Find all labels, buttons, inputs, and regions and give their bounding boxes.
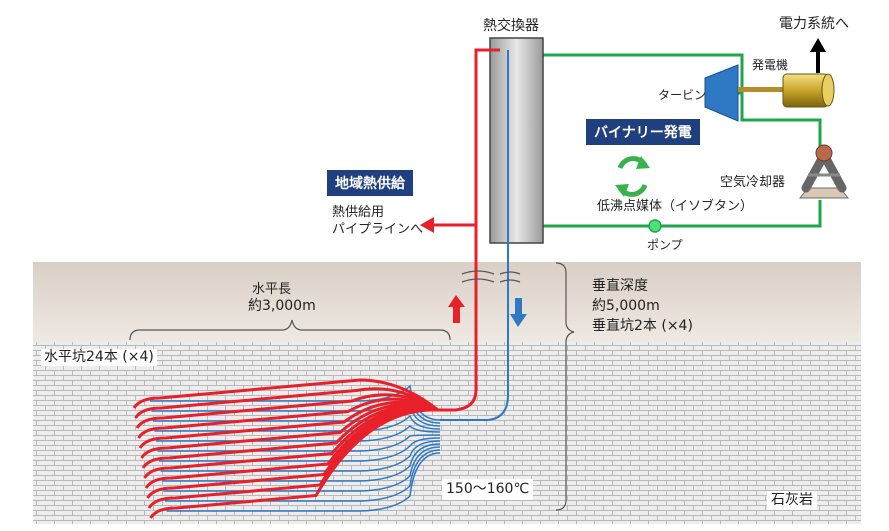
grid-arrow-icon: [810, 38, 826, 52]
district-heat-label: 地域熱供給: [327, 170, 413, 196]
horizontal-length-label: 水平長: [252, 282, 292, 297]
pipeline-label-1: 熱供給用: [332, 205, 385, 220]
surface-layer: [33, 262, 861, 342]
well-return-line: [166, 452, 441, 512]
vertical-depth-label: 垂直深度: [592, 278, 648, 294]
vertical-depth-value: 約5,000m: [592, 298, 660, 314]
limestone-label: 石灰岩: [767, 491, 817, 510]
hot-pipe: [426, 48, 500, 412]
vertical-brace: [555, 262, 575, 511]
well-return-line: [159, 437, 441, 462]
well-return-line: [156, 424, 441, 442]
well-hot-line: [140, 403, 439, 459]
well-return-line: [160, 440, 441, 472]
well-hot-line: [135, 393, 439, 429]
air-cooler-label: 空気冷却器: [720, 175, 786, 190]
well-hot-line: [132, 378, 439, 412]
well-hot-line: [137, 397, 439, 439]
grid-label: 電力系統へ: [779, 16, 849, 32]
well-return-line: [162, 443, 441, 482]
well-hot-line: [134, 387, 439, 419]
cold-pipe: [440, 50, 509, 421]
pump-icon: [648, 219, 662, 233]
well-return-line: [163, 446, 441, 492]
generator-label: 発電機: [752, 58, 789, 72]
well-hot-line: [149, 408, 439, 519]
medium-label: 低沸点媒体（イソブタン）: [597, 199, 754, 214]
heat-exchanger-label: 熱交換器: [483, 18, 539, 34]
well-return-line: [165, 449, 441, 502]
horizontal-wells: [132, 378, 441, 519]
temperature-label: 150～160℃: [442, 479, 534, 500]
heat-exchanger: [489, 37, 544, 244]
well-hot-line: [138, 400, 439, 449]
horizontal-wells-label: 水平坑24本 (×4): [41, 349, 157, 366]
pump-label: ポンプ: [647, 238, 683, 252]
up-arrow-icon: [448, 295, 465, 307]
down-arrow-icon: [510, 314, 527, 327]
well-return-line: [150, 384, 441, 421]
horizontal-brace: [129, 319, 451, 341]
well-hot-line: [141, 405, 439, 469]
heat-supply-arrow-icon: [420, 217, 434, 233]
horizontal-length-value: 約3,000m: [248, 298, 316, 314]
vertical-wells-label: 垂直坑2本 (×4): [592, 318, 693, 334]
generator-icon: [782, 73, 829, 108]
well-return-line: [157, 434, 441, 452]
turbine-label: タービン: [658, 88, 707, 102]
air-cooler-icon: [798, 144, 850, 199]
shaft-icon: [738, 87, 783, 92]
turbine-icon: [704, 64, 739, 122]
pipeline-label-2: パイプラインへ: [332, 222, 424, 237]
binary-label: バイナリー発電: [586, 119, 700, 145]
